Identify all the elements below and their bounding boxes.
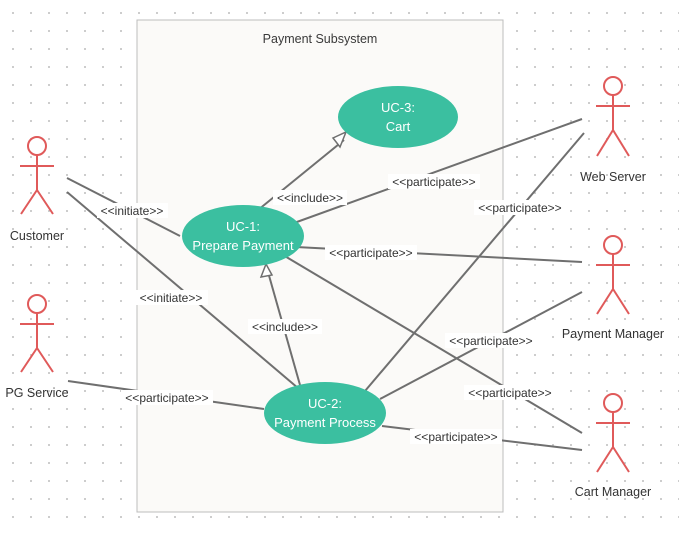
- label-include-uc2-uc1: <<include>>: [252, 320, 318, 334]
- actor-customer-name: Customer: [10, 229, 64, 243]
- connector-labels: <<initiate>> <<initiate>> <<participate>…: [97, 174, 566, 444]
- connector-include-uc1-uc3[interactable]: [257, 139, 345, 211]
- use-case-uc1-name: Prepare Payment: [192, 238, 294, 253]
- label-participate-paymentmgr-uc1: <<participate>>: [329, 246, 412, 260]
- actor-cart-manager[interactable]: Cart Manager: [575, 393, 651, 499]
- subsystem-title: Payment Subsystem: [263, 32, 378, 46]
- actor-pg-service-icon: [20, 294, 54, 373]
- use-case-uc1-id: UC-1:: [226, 219, 260, 234]
- actor-customer[interactable]: Customer: [10, 136, 64, 243]
- actor-web-server-icon: [596, 76, 630, 157]
- actor-web-server[interactable]: Web Server: [580, 76, 646, 184]
- label-participate-paymentmgr-uc2: <<participate>>: [449, 334, 532, 348]
- actor-pg-service[interactable]: PG Service: [5, 294, 69, 400]
- use-case-uc1-shape[interactable]: [182, 205, 304, 267]
- label-initiate-customer-uc1: <<initiate>>: [101, 204, 164, 218]
- use-case-uc2-name: Payment Process: [274, 415, 376, 430]
- use-case-uc2-shape[interactable]: [264, 382, 386, 444]
- label-participate-cartmgr-uc1: <<participate>>: [468, 386, 551, 400]
- use-case-uc2[interactable]: UC-2: Payment Process: [264, 382, 386, 444]
- actor-payment-manager[interactable]: Payment Manager: [562, 235, 664, 341]
- connector-webserver-uc2[interactable]: [364, 132, 585, 392]
- actor-payment-manager-icon: [596, 235, 630, 315]
- label-initiate-customer-uc2: <<initiate>>: [140, 291, 203, 305]
- use-case-uc3-id: UC-3:: [381, 100, 415, 115]
- arrow-heads: [259, 130, 348, 278]
- actor-customer-icon: [20, 136, 54, 215]
- use-case-uc2-id: UC-2:: [308, 396, 342, 411]
- actor-pg-service-name: PG Service: [5, 386, 68, 400]
- label-participate-pg-uc2: <<participate>>: [125, 391, 208, 405]
- use-case-uc3-shape[interactable]: [338, 86, 458, 148]
- actor-cart-manager-name: Cart Manager: [575, 485, 651, 499]
- use-case-uc3-name: Cart: [386, 119, 411, 134]
- label-include-uc1-uc3: <<include>>: [277, 191, 343, 205]
- use-case-uc3[interactable]: UC-3: Cart: [338, 86, 458, 148]
- include-arrow-head-uc3: [331, 130, 348, 149]
- connector-webserver-uc1[interactable]: [282, 118, 583, 228]
- label-participate-webserver-uc1: <<participate>>: [392, 175, 475, 189]
- connector-cartmgr-uc1[interactable]: [282, 254, 583, 434]
- label-participate-cartmgr-uc2: <<participate>>: [414, 430, 497, 444]
- actor-cart-manager-icon: [596, 393, 630, 473]
- use-case-uc1[interactable]: UC-1: Prepare Payment: [182, 205, 304, 267]
- include-arrow-head-uc1: [259, 262, 274, 278]
- label-participate-webserver-uc2: <<participate>>: [478, 201, 561, 215]
- actor-payment-manager-name: Payment Manager: [562, 327, 664, 341]
- actor-web-server-name: Web Server: [580, 170, 646, 184]
